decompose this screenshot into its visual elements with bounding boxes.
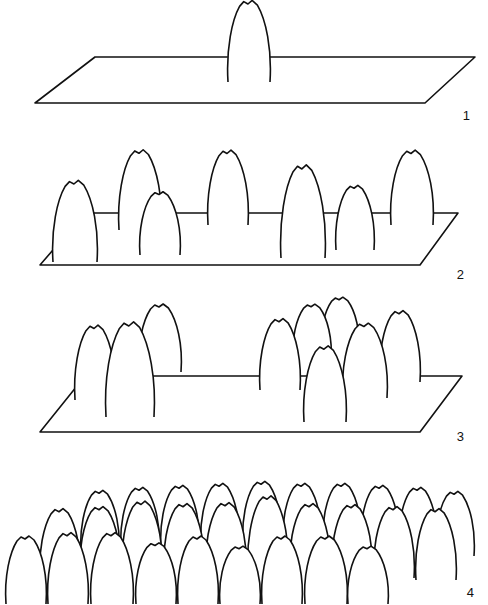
panel-number: 2: [457, 268, 464, 281]
dome: [305, 536, 348, 604]
panel-number: 1: [463, 109, 470, 122]
dome: [336, 185, 375, 250]
dome: [178, 536, 219, 604]
dome: [91, 533, 134, 604]
dome: [136, 543, 177, 604]
dome: [6, 536, 47, 604]
dome: [281, 165, 326, 258]
dome: [262, 536, 303, 604]
dome: [304, 346, 347, 422]
dome: [391, 150, 434, 225]
dome: [343, 323, 388, 398]
dome: [140, 192, 181, 255]
dome: [53, 180, 98, 262]
dome: [220, 546, 261, 604]
dome: [228, 0, 271, 82]
panel-number: 3: [457, 430, 464, 443]
dome: [416, 509, 457, 580]
dome: [208, 150, 249, 225]
panel-number: 4: [467, 586, 474, 599]
dome: [48, 533, 89, 604]
dome: [260, 319, 301, 390]
dome: [106, 322, 155, 417]
dome: [348, 546, 389, 604]
